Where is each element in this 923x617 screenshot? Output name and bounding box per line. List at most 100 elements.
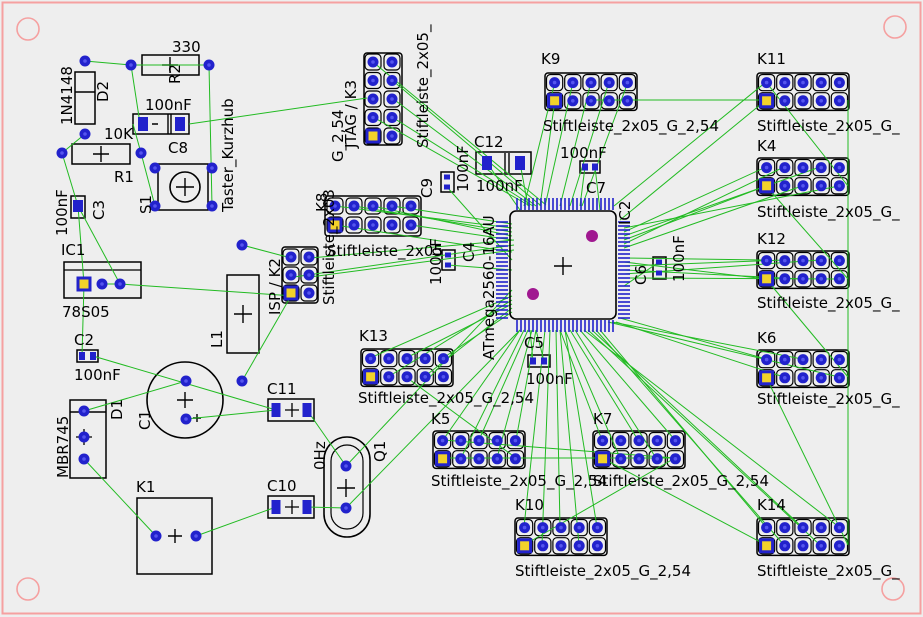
header-k4-pin-hole xyxy=(783,184,787,188)
r2-pin-2-hole xyxy=(207,63,211,67)
header-k3-pin-hole xyxy=(390,115,394,120)
ic2-pin xyxy=(496,285,508,287)
ic2-pin xyxy=(532,198,534,210)
ic2-pin xyxy=(596,198,598,210)
header-pin-outline xyxy=(361,349,380,368)
header-k10-pin-hole xyxy=(522,525,527,530)
d1-pin-2-hole xyxy=(82,435,86,439)
header-k6-pin-hole xyxy=(819,376,823,380)
header-k10-pin-hole xyxy=(577,544,581,548)
airwire xyxy=(519,162,529,207)
q1-pin-1-hole xyxy=(344,464,348,468)
ic2-pin xyxy=(496,249,508,251)
header-k13-value: Stiftleiste_2x05_G_2,54 xyxy=(358,389,534,408)
c11-pad-1 xyxy=(271,403,281,417)
header-k6-pin-hole xyxy=(764,357,769,362)
ic2-pin xyxy=(496,293,508,295)
header-k2-pin-hole xyxy=(289,273,293,277)
ic2-pin xyxy=(496,253,508,255)
airwire xyxy=(564,329,598,528)
ic2-pin xyxy=(496,305,508,307)
c8-pad-2 xyxy=(175,117,185,131)
d1-name: D1 xyxy=(108,399,126,420)
header-k10-pin-hole xyxy=(541,525,545,530)
airwire xyxy=(119,283,295,297)
header-k3-pin-hole xyxy=(371,78,375,83)
ic2-mark-2 xyxy=(527,288,539,300)
header-pin-outline xyxy=(364,53,382,71)
header-k7-pin-hole xyxy=(600,438,605,443)
header-k13-pin-hole xyxy=(423,375,428,379)
c4-name: C4 xyxy=(460,242,478,262)
header-k7-value: Stiftleiste_2x05_G_2,54 xyxy=(593,472,769,491)
ic1-name: IC1 xyxy=(61,241,85,259)
airwire xyxy=(581,81,629,207)
airwire xyxy=(569,81,610,207)
ic2-name: IC2 xyxy=(616,201,634,225)
q1-value: 0Hz xyxy=(311,441,329,470)
header-k14-value: Stiftleiste_2x05_G_ xyxy=(757,562,900,581)
ic2-pin xyxy=(618,297,630,299)
c1-pin-1-hole xyxy=(184,379,188,383)
header-k7-pin-hole xyxy=(673,457,678,461)
header-k11-pin-hole xyxy=(783,99,787,103)
header-k3-pin xyxy=(365,128,381,144)
c8-plates xyxy=(152,114,172,134)
airwire xyxy=(410,224,513,241)
header-pin-outline xyxy=(593,450,612,468)
header-pin-outline xyxy=(364,108,382,127)
c1-name: C1 xyxy=(136,410,154,430)
airwire xyxy=(607,321,840,378)
ic2-pin xyxy=(496,245,508,247)
l1-name: L1 xyxy=(208,330,226,348)
header-pin-outline xyxy=(794,92,812,110)
header-k9-pin xyxy=(547,93,563,109)
header-k13-name: K13 xyxy=(359,327,388,345)
c3-name: C3 xyxy=(90,200,108,220)
ic2-pin xyxy=(618,233,630,235)
ic2-pin xyxy=(612,198,614,210)
ic2-pin xyxy=(564,320,566,332)
ic2-pin xyxy=(496,225,508,227)
labels: K9Stiftleiste_2x05_G_2,54K11Stiftleiste_… xyxy=(53,24,900,581)
ic2-pin xyxy=(576,198,578,210)
header-k10-pin xyxy=(517,538,533,554)
ic2-pin xyxy=(584,198,586,210)
header-k12-pin xyxy=(759,271,775,287)
header-pin-outline xyxy=(776,350,794,369)
ic2-pin xyxy=(556,198,558,210)
ic2-pin xyxy=(516,320,518,332)
header-k4-pin-hole xyxy=(837,165,842,170)
ic2-pin xyxy=(592,320,594,332)
ic1-body xyxy=(63,261,142,299)
header-k6-pin-hole xyxy=(783,376,787,380)
ic2-pin xyxy=(552,198,554,210)
c7-pad-1 xyxy=(582,163,588,171)
header-k11-pin-hole xyxy=(801,99,805,103)
s1-plus xyxy=(176,178,194,196)
header-k12-value: Stiftleiste_2x05_G_ xyxy=(757,294,900,313)
header-k3-pin-hole xyxy=(371,60,375,64)
ic2-body xyxy=(509,210,617,320)
c7-name: C7 xyxy=(586,179,606,197)
header-k12-outline xyxy=(756,250,850,290)
airwire xyxy=(623,185,803,249)
header-k8-pin-hole xyxy=(409,223,413,227)
l1-body xyxy=(226,274,260,354)
c2-pad-1 xyxy=(79,352,85,360)
header-pin-outline xyxy=(666,431,685,450)
header-pin-outline xyxy=(812,537,830,555)
header-pin-outline xyxy=(570,518,588,537)
ic2-pin xyxy=(496,221,508,223)
airwire xyxy=(594,166,601,211)
l1-pin-1-hole xyxy=(240,243,244,247)
airwire xyxy=(195,506,277,537)
header-pin-outline xyxy=(398,368,416,386)
header-pin-outline xyxy=(364,71,382,90)
q1-pin-2-hole xyxy=(344,506,348,510)
header-k12-pin-hole xyxy=(801,277,805,281)
ic2-pin xyxy=(618,309,630,311)
c7-body xyxy=(579,160,601,174)
ic1-pin-3-hole xyxy=(118,282,122,286)
header-k2-pin-hole xyxy=(289,255,293,259)
